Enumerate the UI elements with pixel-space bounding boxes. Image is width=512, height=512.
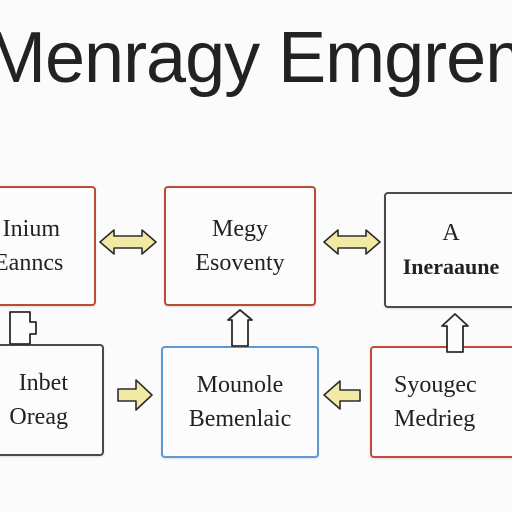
box-top-center: Megy Esoventy	[164, 186, 316, 306]
left-arrow-connector-bottom	[323, 380, 361, 410]
box-top-center-line1: Megy	[212, 216, 268, 242]
double-arrow-connector-2	[323, 229, 381, 255]
box-bottom-right-line2: Medrieg	[394, 406, 476, 432]
box-bottom-left-line2: Oreag	[9, 404, 68, 430]
box-top-left-line1: Inium	[2, 216, 60, 242]
double-arrow-connector-1	[99, 229, 157, 255]
box-bottom-left-line1: Inbet	[18, 370, 68, 396]
box-top-left: Inium Eanncs	[0, 186, 96, 306]
up-arrow-connector-center	[227, 309, 253, 347]
box-bottom-right: Syougec Medrieg	[370, 346, 512, 458]
box-top-right-line2: Ineraaune	[402, 254, 500, 279]
box-bottom-center: Mounole Bemenlaic	[161, 346, 319, 458]
up-arrow-connector-right	[441, 313, 469, 353]
box-bottom-center-line2: Bemenlaic	[188, 406, 292, 432]
box-bottom-center-line1: Mounole	[196, 372, 284, 398]
diagram-title: Menragy Emgremt	[0, 18, 512, 108]
box-top-right-line1: A	[442, 220, 460, 246]
box-bottom-left: Inbet Oreag	[0, 344, 104, 456]
box-bottom-right-line1: Syougec	[394, 372, 477, 398]
vertical-connector-left	[9, 311, 37, 345]
diagram-title-text: Menragy Emgremt	[0, 18, 512, 98]
box-top-left-line2: Eanncs	[0, 250, 64, 276]
right-arrow-connector-bottom	[117, 379, 153, 411]
box-top-right: A Ineraaune	[384, 192, 512, 308]
box-top-center-line2: Esoventy	[195, 250, 285, 276]
